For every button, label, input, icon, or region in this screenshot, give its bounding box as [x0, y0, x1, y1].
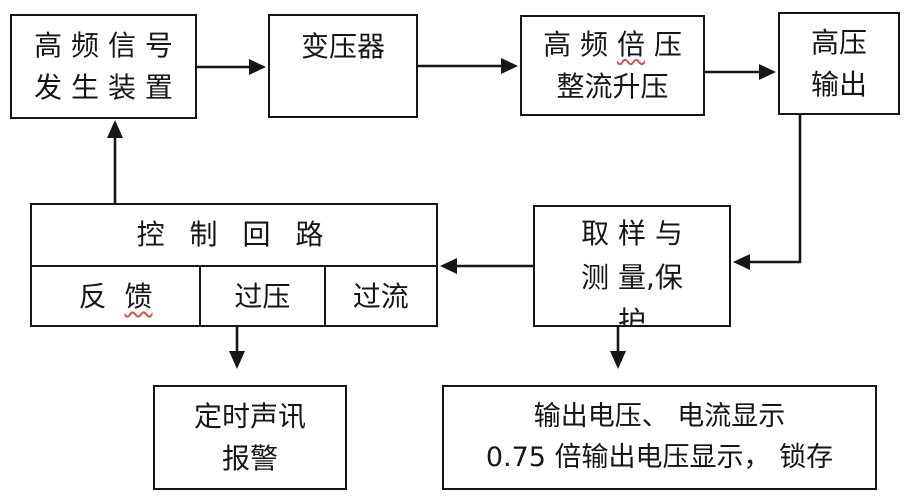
box-timed-audio-alarm: 定时声讯 报警	[153, 385, 347, 490]
box-hf-signal-generator-line1: 高 频 信 号	[34, 28, 173, 62]
cell-feedback-pre: 反	[78, 280, 125, 313]
box-alarm-line2: 报警	[221, 441, 278, 475]
doubler-line1-misspell: 倍	[616, 27, 645, 61]
box-sampling-line1: 取 样 与	[581, 217, 683, 250]
box-hv-output-line1: 高压	[810, 25, 867, 59]
arrow-transformer-to-doubler	[418, 58, 518, 74]
box-voltage-current-display: 输出电压、 电流显示 0.75 倍输出电压显示， 锁存	[442, 385, 877, 490]
box-voltage-doubler-line1: 高 频 倍 压	[543, 24, 682, 66]
box-display-line2: 0.75 倍输出电压显示， 锁存	[485, 441, 834, 473]
arrow-signal-to-transformer	[197, 59, 266, 75]
cell-overcurrent: 过流	[352, 280, 409, 313]
box-hv-output-line2: 输出	[810, 67, 867, 101]
arrow-doubler-to-hv	[705, 64, 776, 80]
cell-feedback-misspell: 馈	[124, 280, 153, 313]
box-hv-output: 高压 输出	[778, 12, 900, 115]
cell-overvoltage: 过压	[199, 267, 326, 327]
box-sampling-line2: 测 量,保	[581, 261, 683, 295]
box-sampling-line3: 护	[617, 305, 646, 327]
box-sampling-measurement-protection: 取 样 与 测 量,保 护	[533, 205, 731, 327]
control-loop-header: 控 制 回 路	[32, 205, 436, 267]
box-voltage-doubler-rectifier: 高 频 倍 压 整流升压	[520, 15, 705, 116]
cell-feedback: 反 馈	[32, 267, 199, 327]
box-display-line1: 输出电压、 电流显示	[533, 401, 786, 432]
box-voltage-doubler-line2: 整流升压	[556, 69, 669, 103]
doubler-line1-post: 压	[644, 27, 682, 61]
control-loop-cells: 反 馈 过压 过流	[32, 267, 436, 327]
box-hf-signal-generator-line2: 发 生 装 置	[34, 70, 173, 104]
box-transformer-label: 变压器	[300, 30, 385, 63]
box-hf-signal-generator: 高 频 信 号 发 生 装 置	[10, 14, 197, 119]
arrow-control-to-alarm	[229, 327, 245, 369]
box-alarm-line1: 定时声讯	[193, 399, 306, 433]
arrow-sampling-to-display	[610, 327, 626, 369]
box-control-loop: 控 制 回 路 反 馈 过压 过流	[30, 203, 438, 327]
arrow-control-to-signal	[107, 120, 123, 203]
box-transformer: 变压器	[268, 14, 418, 118]
arrow-sampling-to-control	[440, 258, 533, 274]
arrow-hv-to-sampling	[733, 115, 802, 270]
doubler-line1-pre: 高 频	[543, 27, 617, 61]
